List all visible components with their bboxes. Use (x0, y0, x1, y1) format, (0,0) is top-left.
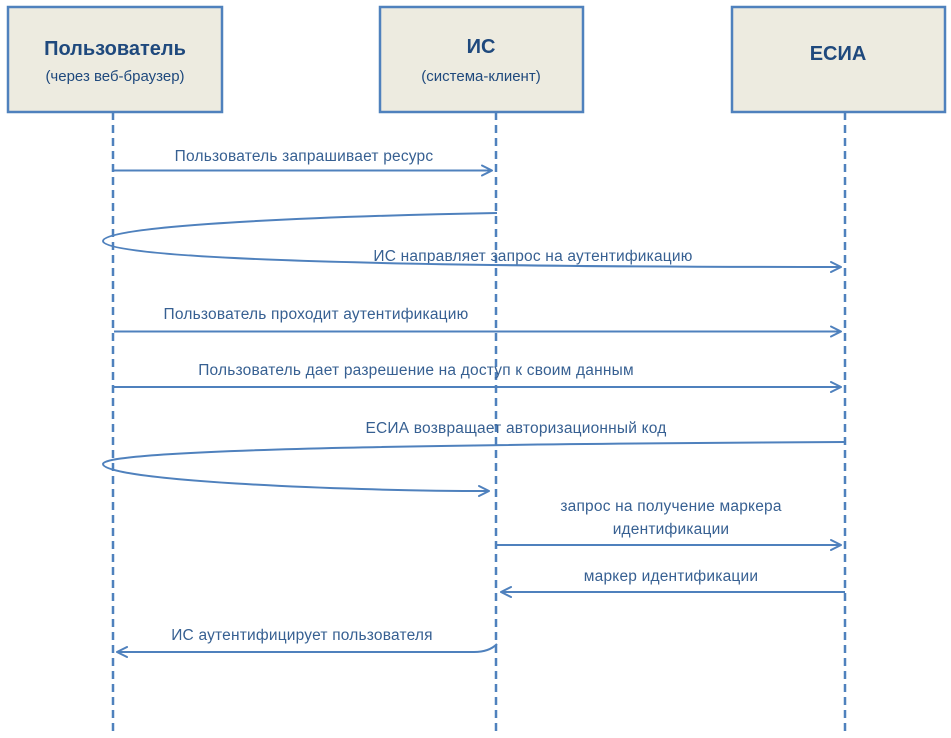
message-6-label-line1: запрос на получение маркера (560, 498, 782, 515)
message-8: ИС аутентифицирует пользователя (116, 627, 498, 658)
actor-is-box (378, 5, 585, 114)
message-2-arrow (101, 212, 842, 273)
message-4: Пользователь дает разрешение на доступ к… (114, 362, 842, 393)
message-2-label: ИС направляет запрос на аутентификацию (373, 248, 692, 265)
message-5-label: ЕСИА возвращает авторизационный код (365, 420, 666, 437)
message-8-label: ИС аутентифицирует пользователя (171, 627, 433, 644)
message-2: ИС направляет запрос на аутентификацию (101, 212, 842, 273)
message-8-arrow (116, 643, 498, 658)
message-3: Пользователь проходит аутентификацию (114, 306, 842, 338)
actor-is-name: ИС (467, 36, 496, 58)
actor-esia: ЕСИА (730, 5, 947, 114)
message-7: маркер идентификации (500, 568, 845, 598)
message-7-label: маркер идентификации (584, 568, 758, 585)
actor-esia-box (730, 5, 947, 114)
message-1: Пользователь запрашивает ресурс (114, 148, 493, 177)
message-6: запрос на получение маркера идентификаци… (497, 498, 842, 551)
message-5-arrow (101, 441, 846, 497)
message-5: ЕСИА возвращает авторизационный код (101, 420, 846, 497)
actor-is: ИС (система-клиент) (378, 5, 585, 114)
actor-user-name: Пользователь (44, 38, 186, 60)
message-1-label: Пользователь запрашивает ресурс (175, 148, 434, 165)
actor-user-box (6, 5, 224, 114)
message-6-label-line2: идентификации (613, 521, 730, 538)
message-3-label: Пользователь проходит аутентификацию (164, 306, 469, 323)
actor-esia-name: ЕСИА (810, 43, 867, 65)
actor-user-subtitle: (через веб-браузер) (45, 68, 184, 85)
message-4-label: Пользователь дает разрешение на доступ к… (198, 362, 634, 379)
actor-user: Пользователь (через веб-браузер) (6, 5, 224, 114)
actor-is-subtitle: (система-клиент) (421, 68, 540, 85)
